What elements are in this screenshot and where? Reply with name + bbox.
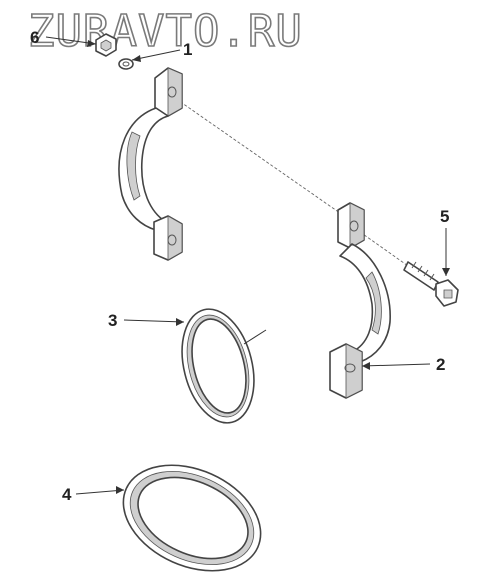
arrowhead-1 <box>132 55 141 62</box>
callout-5: 5 <box>440 207 449 226</box>
arrowhead-5 <box>442 268 450 276</box>
arrowhead-3 <box>176 318 184 326</box>
callout-6: 6 <box>30 28 39 47</box>
arrowhead-6 <box>87 40 96 47</box>
leader-line-2 <box>361 363 431 367</box>
callout-3: 3 <box>108 311 117 330</box>
clamp-half-lower <box>329 202 391 399</box>
leader-line-3 <box>123 319 185 323</box>
bolt-part-5 <box>403 261 459 307</box>
arrowhead-4 <box>116 486 124 494</box>
seal-ring-part-4 <box>122 464 262 572</box>
clamp-half-upper <box>118 67 183 261</box>
washer-part-1 <box>118 58 134 70</box>
nut-part-6 <box>95 33 117 57</box>
callout-4: 4 <box>62 485 72 504</box>
watermark-text: ZURAVTO.RU <box>28 6 303 57</box>
gasket-ring-part-3 <box>181 308 267 424</box>
arrowhead-2 <box>362 362 370 370</box>
alignment-axis-line <box>171 95 351 221</box>
callout-1: 1 <box>183 40 192 59</box>
callout-2: 2 <box>436 355 445 374</box>
